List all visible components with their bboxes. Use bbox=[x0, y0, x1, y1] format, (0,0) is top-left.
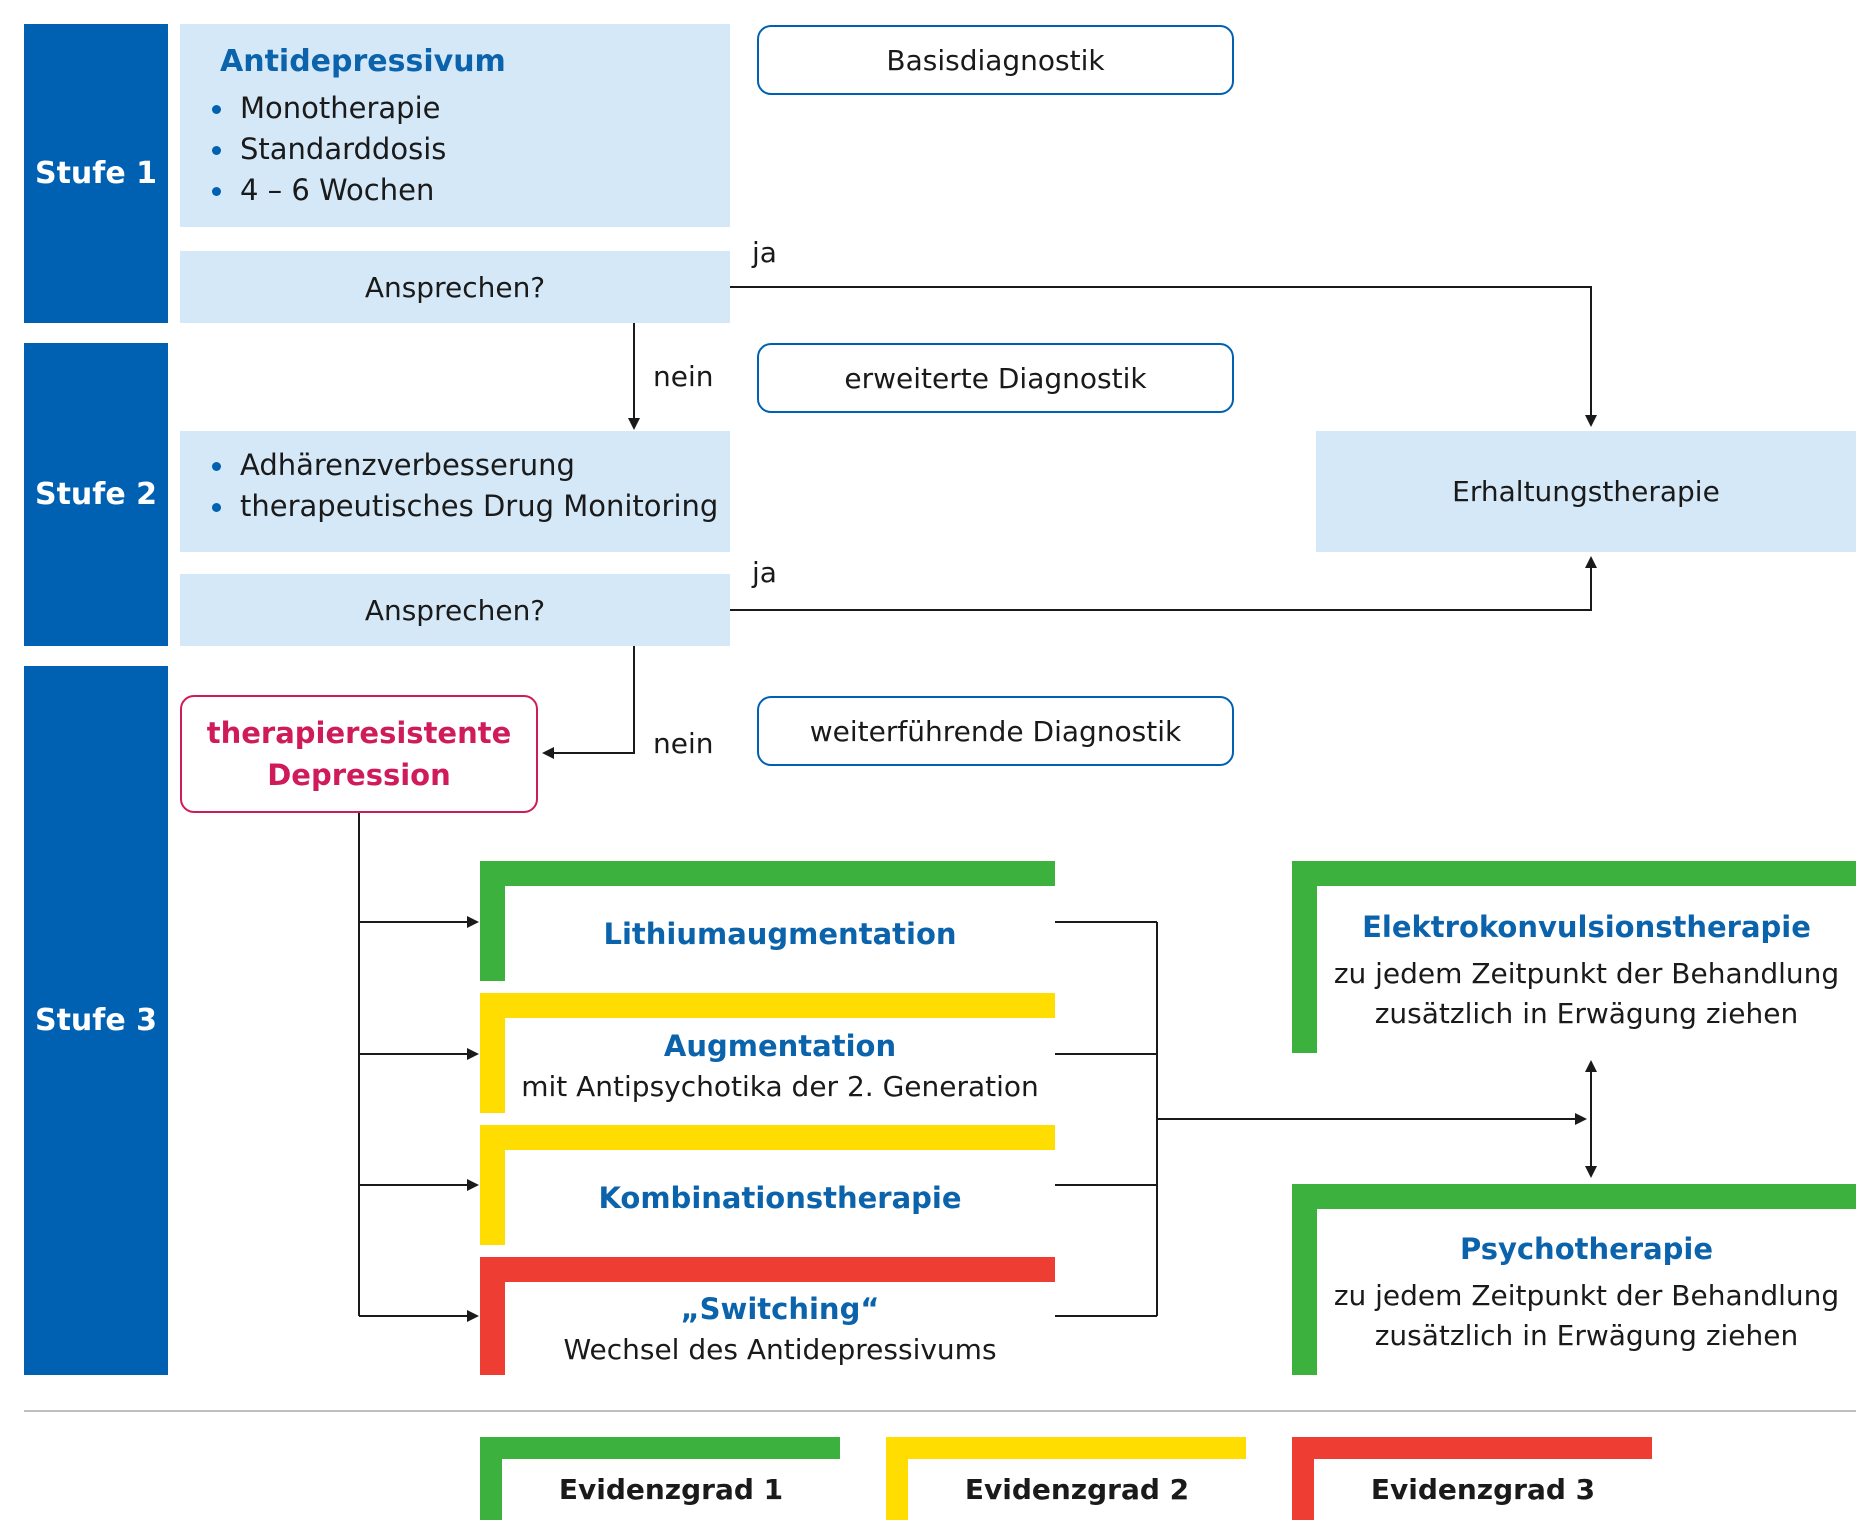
ect-box: Elektrokonvulsionstherapie zu jedem Zeit… bbox=[1292, 861, 1856, 1053]
stage-3-label: Stufe 3 bbox=[34, 1003, 158, 1038]
maintenance-therapy-box: Erhaltungstherapie bbox=[1316, 431, 1856, 552]
adherence-item: therapeutisches Drug Monitoring bbox=[210, 486, 730, 527]
no-arrow-2 bbox=[542, 646, 635, 759]
yes-label-2: ja bbox=[752, 556, 777, 589]
lithium-augmentation-title: Lithiumaugmentation bbox=[603, 916, 957, 951]
yes-arrow-2 bbox=[730, 556, 1597, 611]
basic-diagnostics-text: Basisdiagnostik bbox=[886, 43, 1105, 77]
legend-evidence-2-label: Evidenzgrad 2 bbox=[964, 1473, 1190, 1506]
yes-label-1: ja bbox=[752, 236, 777, 269]
legend-evidence-1-label: Evidenzgrad 1 bbox=[558, 1473, 784, 1506]
further-diagnostics-box: weiterführende Diagnostik bbox=[757, 696, 1234, 766]
antidepressant-item: Monotherapie bbox=[210, 88, 730, 129]
legend-evidence-3-label: Evidenzgrad 3 bbox=[1370, 1473, 1596, 1506]
legend-evidence-3: Evidenzgrad 3 bbox=[1292, 1437, 1652, 1520]
treatment-resistant-depression-box: therapieresistente Depression bbox=[180, 695, 538, 813]
extended-diagnostics-text: erweiterte Diagnostik bbox=[844, 361, 1147, 395]
response-question-2: Ansprechen? bbox=[180, 574, 730, 646]
no-label-2: nein bbox=[653, 727, 714, 760]
yes-arrow-1 bbox=[730, 286, 1597, 427]
stage-1-bar: Stufe 1 bbox=[24, 24, 168, 323]
ect-sub-1: zu jedem Zeitpunkt der Behandlung bbox=[1333, 956, 1840, 990]
antidepressant-item: 4 – 6 Wochen bbox=[210, 170, 730, 211]
psychotherapy-sub-2: zusätzlich in Erwägung ziehen bbox=[1374, 1319, 1799, 1352]
combination-therapy-box: Kombinationstherapie bbox=[480, 1125, 1055, 1245]
adherence-list: Adhärenzverbesserung therapeutisches Dru… bbox=[210, 445, 730, 527]
further-diagnostics-text: weiterführende Diagnostik bbox=[809, 714, 1182, 748]
antipsychotic-augmentation-box: Augmentation mit Antipsychotika der 2. G… bbox=[480, 993, 1055, 1113]
antidepressant-box: Antidepressivum Monotherapie Standarddos… bbox=[180, 24, 730, 227]
stage-3-bar: Stufe 3 bbox=[24, 666, 168, 1375]
ect-title: Elektrokonvulsionstherapie bbox=[1362, 909, 1811, 944]
legend-evidence-1: Evidenzgrad 1 bbox=[480, 1437, 840, 1520]
stage-2-label: Stufe 2 bbox=[34, 477, 158, 512]
response-question-1-text: Ansprechen? bbox=[364, 270, 546, 304]
legend-divider bbox=[24, 1410, 1856, 1412]
response-question-1: Ansprechen? bbox=[180, 251, 730, 323]
stage-1-label: Stufe 1 bbox=[34, 156, 158, 191]
antipsychotic-augmentation-sub: mit Antipsychotika der 2. Generation bbox=[521, 1069, 1039, 1103]
ect-sub-2: zusätzlich in Erwägung ziehen bbox=[1374, 996, 1799, 1030]
switching-box: „Switching“ Wechsel des Antidepressivums bbox=[480, 1257, 1055, 1375]
adherence-box: Adhärenzverbesserung therapeutisches Dru… bbox=[180, 431, 730, 552]
antidepressant-item: Standarddosis bbox=[210, 129, 730, 170]
psychotherapy-title: Psychotherapie bbox=[1459, 1232, 1714, 1266]
maintenance-therapy-text: Erhaltungstherapie bbox=[1452, 475, 1720, 508]
basic-diagnostics-box: Basisdiagnostik bbox=[757, 25, 1234, 95]
response-question-2-text: Ansprechen? bbox=[364, 593, 546, 627]
antipsychotic-augmentation-title: Augmentation bbox=[663, 1028, 897, 1063]
combination-therapy-title: Kombinationstherapie bbox=[598, 1180, 962, 1215]
psychotherapy-box: Psychotherapie zu jedem Zeitpunkt der Be… bbox=[1292, 1184, 1856, 1375]
lithium-augmentation-box: Lithiumaugmentation bbox=[480, 861, 1055, 981]
stage-2-bar: Stufe 2 bbox=[24, 343, 168, 646]
trd-line-1: therapieresistente bbox=[206, 716, 512, 750]
switching-sub: Wechsel des Antidepressivums bbox=[563, 1332, 997, 1366]
legend-evidence-2: Evidenzgrad 2 bbox=[886, 1437, 1246, 1520]
no-label-1: nein bbox=[653, 360, 714, 393]
adherence-item: Adhärenzverbesserung bbox=[210, 445, 730, 486]
extended-diagnostics-box: erweiterte Diagnostik bbox=[757, 343, 1234, 413]
antidepressant-list: Monotherapie Standarddosis 4 – 6 Wochen bbox=[210, 88, 730, 211]
switching-title: „Switching“ bbox=[680, 1291, 880, 1326]
trd-line-2: Depression bbox=[267, 758, 451, 792]
psychotherapy-sub-1: zu jedem Zeitpunkt der Behandlung bbox=[1333, 1279, 1840, 1312]
antidepressant-title: Antidepressivum bbox=[220, 44, 506, 79]
